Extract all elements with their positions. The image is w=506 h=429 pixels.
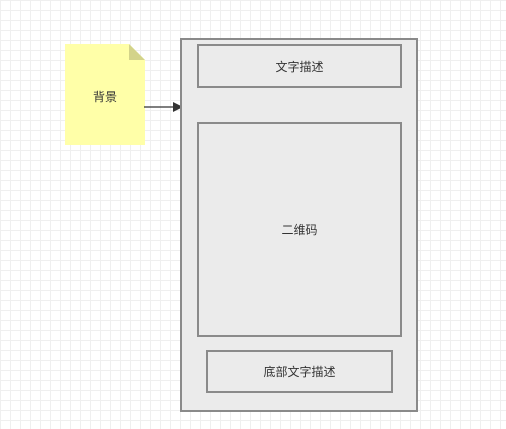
note-shape (65, 44, 145, 145)
note-label: 背景 (92, 90, 117, 104)
bottom-text-description-label: 底部文字描述 (263, 365, 336, 379)
text-description-label: 文字描述 (275, 59, 324, 74)
background-note[interactable]: 背景 (65, 44, 145, 145)
qr-code-label: 二维码 (281, 223, 318, 237)
qr-code-box[interactable]: 二维码 (197, 122, 402, 337)
bottom-text-description-box[interactable]: 底部文字描述 (206, 350, 393, 393)
text-description-box[interactable]: 文字描述 (197, 44, 402, 88)
connector-arrow[interactable] (144, 100, 186, 114)
